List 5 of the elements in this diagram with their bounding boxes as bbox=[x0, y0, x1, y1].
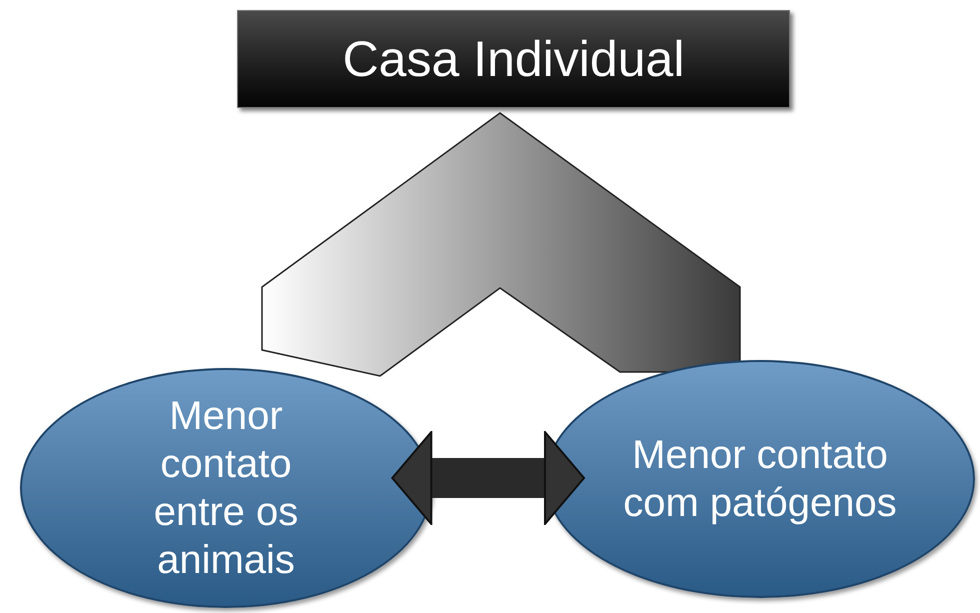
title-box bbox=[237, 10, 790, 108]
double-arrow bbox=[391, 431, 585, 525]
node-text: Casa Individual bbox=[342, 30, 686, 89]
node-text: Menor contato com patógenos bbox=[622, 432, 898, 527]
node-text: Menor contato entre os animais bbox=[152, 393, 300, 584]
